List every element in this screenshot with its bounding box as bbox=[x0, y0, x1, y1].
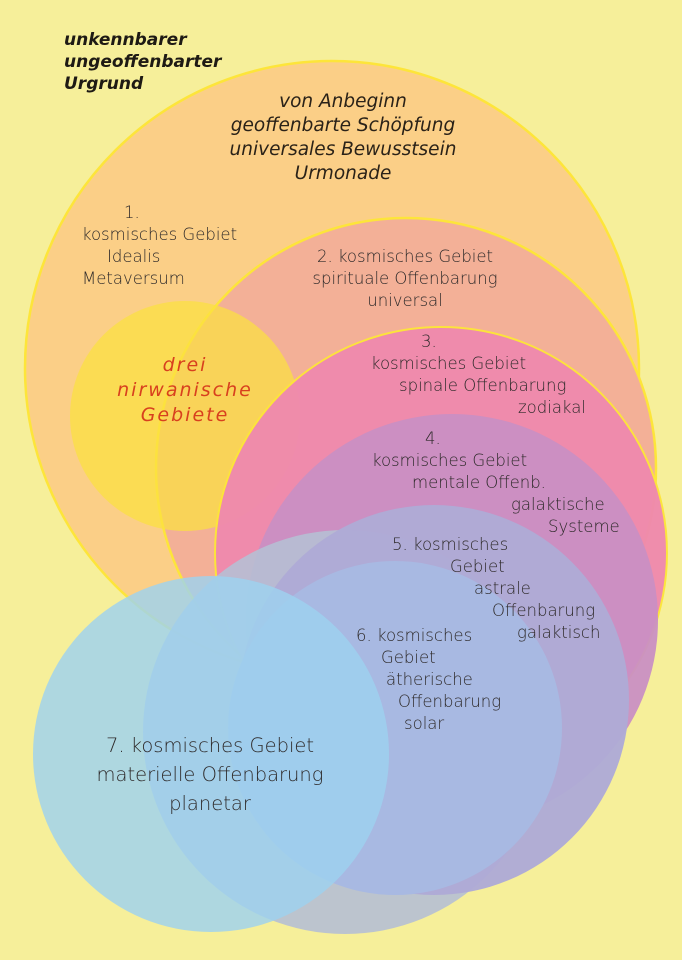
region-1-label: 1. kosmisches Gebiet Idealis Metaversum bbox=[82, 202, 237, 290]
creation-line: Urmonade bbox=[294, 163, 392, 184]
region-label-line: Gebiet bbox=[381, 648, 436, 667]
region-2-label: 2. kosmisches Gebiet spirituale Offenbar… bbox=[300, 246, 510, 312]
creation-line: von Anbeginn bbox=[279, 91, 407, 112]
region-label-line: kosmisches Gebiet bbox=[371, 354, 527, 373]
creation-label: von Anbeginn geoffenbarte Schöpfung univ… bbox=[228, 90, 458, 186]
region-4-label: 4. kosmisches Gebiet mentale Offenb. gal… bbox=[372, 428, 620, 538]
region-label-line: universal bbox=[367, 291, 443, 310]
region-label-line: galaktisch bbox=[517, 623, 601, 642]
region-label-line: spinale Offenbarung bbox=[399, 376, 567, 395]
region-label-line: solar bbox=[404, 714, 445, 733]
region-label-line: 2. kosmisches Gebiet bbox=[316, 247, 494, 266]
region-label-line: 1. bbox=[124, 203, 140, 222]
region-7-circle bbox=[33, 576, 389, 932]
region-label-line: Metaversum bbox=[82, 269, 185, 288]
region-label-line: astrale bbox=[474, 579, 531, 598]
region-label-line: 4. bbox=[425, 429, 441, 448]
region-7-label: 7. kosmisches Gebiet materielle Offenbar… bbox=[60, 731, 360, 818]
region-label-line: ätherische bbox=[386, 670, 473, 689]
region-5-label: 5. kosmisches Gebiet astrale Offenbarung… bbox=[392, 534, 600, 644]
region-label-line: materielle Offenbarung bbox=[96, 763, 324, 786]
ground-label: unkennbarer ungeoffenbarter Urgrund bbox=[64, 29, 221, 95]
nirvana-line: Gebiete bbox=[140, 404, 230, 426]
nirvana-line: nirwanische bbox=[117, 379, 253, 401]
region-label-line: Offenbarung bbox=[492, 601, 596, 620]
region-label-line: 6. kosmisches bbox=[356, 626, 473, 645]
ground-line: ungeoffenbarter bbox=[64, 52, 222, 72]
creation-line: geoffenbarte Schöpfung bbox=[230, 115, 456, 136]
region-label-line: spirituale Offenbarung bbox=[312, 269, 498, 288]
creation-line: universales Bewusstsein bbox=[229, 139, 457, 160]
region-6-label: 6. kosmisches Gebiet ätherische Offenbar… bbox=[356, 625, 501, 735]
nirvana-label: drei nirwanische Gebiete bbox=[100, 353, 270, 428]
region-label-line: Systeme bbox=[548, 517, 620, 536]
region-label-line: planetar bbox=[169, 792, 251, 815]
region-label-line: 5. kosmisches bbox=[392, 535, 509, 554]
region-label-line: 3. bbox=[421, 332, 437, 351]
region-label-line: 7. kosmisches Gebiet bbox=[105, 734, 315, 757]
region-label-line: kosmisches Gebiet bbox=[82, 225, 238, 244]
region-label-line: mentale Offenb. bbox=[412, 473, 546, 492]
region-label-line: galaktische bbox=[511, 495, 605, 514]
region-label-line: kosmisches Gebiet bbox=[372, 451, 528, 470]
region-label-line: Offenbarung bbox=[398, 692, 502, 711]
ground-line: Urgrund bbox=[64, 74, 144, 94]
region-label-line: Idealis bbox=[107, 247, 161, 266]
region-label-line: zodiakal bbox=[518, 398, 586, 417]
region-3-label: 3. kosmisches Gebiet spinale Offenbarung… bbox=[371, 331, 586, 419]
region-label-line: Gebiet bbox=[450, 557, 505, 576]
nirvana-line: drei bbox=[162, 354, 208, 376]
ground-line: unkennbarer bbox=[64, 30, 187, 50]
